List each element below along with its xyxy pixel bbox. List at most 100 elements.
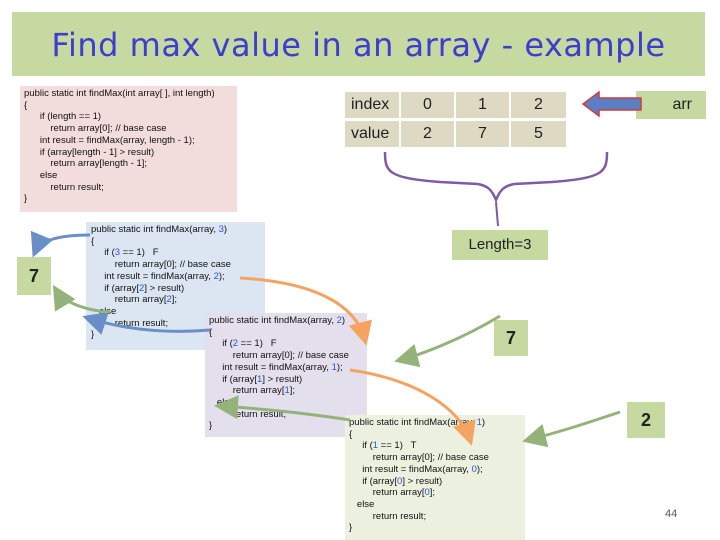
call-1-code: public static int findMax(array, 1){ if … — [349, 417, 489, 534]
highlight-number: 2 — [232, 338, 239, 350]
code-text: ) — [341, 315, 346, 326]
value-cell-0: 2 — [401, 121, 454, 147]
main-code-line: public static int findMax(int array[ ], … — [24, 88, 215, 99]
index-cell-2: 2 — [511, 92, 566, 118]
call-3-code: public static int findMax(array, 3){ if … — [91, 224, 231, 341]
code-text: == 1) F — [120, 247, 159, 259]
code-text: ); — [336, 361, 343, 373]
length-badge: Length=3 — [452, 230, 548, 260]
call-code-line: if (array[2] > result) — [91, 283, 231, 295]
code-text: { — [91, 235, 95, 247]
call-code-line: public static int findMax(array, 1) — [349, 417, 489, 429]
code-text: ); — [218, 270, 225, 282]
highlight-number: 1 — [257, 373, 263, 385]
code-text: if (array[ — [209, 373, 258, 385]
index-label-cell: index — [345, 92, 399, 118]
code-text: int result = findMax(array, — [91, 270, 214, 282]
call-code-line: if (array[0] > result) — [349, 476, 489, 488]
code-text: } — [209, 420, 213, 432]
call-code-line: } — [209, 420, 349, 432]
return-arrow-to-main — [30, 230, 91, 258]
call-code-line: if (3 == 1) F — [91, 247, 231, 259]
code-text: if (array[ — [349, 475, 398, 487]
code-text: ]; — [289, 385, 296, 397]
call-code-line: return result; — [209, 409, 349, 421]
value-cell-1: 7 — [456, 121, 509, 147]
call-code-line: { — [209, 327, 349, 339]
result-call-3: 7 — [17, 257, 51, 295]
code-text: ) — [223, 224, 228, 235]
result-arrow-1 — [522, 410, 621, 448]
code-text: int result = findMax(array, — [349, 463, 472, 475]
highlight-number: 1 — [331, 361, 337, 373]
code-text: int result = findMax(array, — [209, 361, 332, 373]
code-text: if ( — [209, 338, 233, 350]
call-code-line: return array[1]; — [209, 385, 349, 397]
main-code-line: if (length == 1) — [24, 111, 102, 123]
call-code-line: int result = findMax(array, 0); — [349, 464, 489, 476]
call-code-line: if (array[1] > result) — [209, 374, 349, 386]
highlight-number: 2 — [213, 270, 219, 282]
code-text: return array[ — [91, 294, 167, 306]
highlight-number: 0 — [424, 487, 430, 499]
code-text: ] > result) — [402, 475, 443, 487]
call-code-line: if (1 == 1) T — [349, 440, 489, 452]
main-code-box — [20, 86, 237, 212]
code-text: return array[ — [349, 487, 425, 499]
page-number: 44 — [665, 508, 678, 520]
code-text: ] > result) — [262, 373, 303, 385]
code-text: public static int findMax(array, — [349, 417, 477, 428]
highlight-number: 1 — [372, 440, 379, 452]
title-bar: Find max value in an array - example — [12, 12, 705, 76]
call-code-line: { — [349, 429, 489, 441]
code-text: { — [209, 326, 213, 338]
code-text: return result; — [209, 408, 287, 420]
main-code: public static int findMax(int array[ ], … — [24, 88, 215, 205]
call-code-line: { — [91, 236, 231, 248]
code-text: ) — [481, 417, 486, 428]
arr-label: arr — [636, 91, 706, 119]
result-call-1: 2 — [627, 402, 665, 438]
code-text: if ( — [91, 247, 115, 259]
slide-title: Find max value in an array - example — [51, 26, 666, 64]
call-code-line: int result = findMax(array, 2); — [91, 271, 231, 283]
highlight-number: 2 — [336, 315, 342, 326]
array-brace — [383, 151, 609, 204]
code-text: == 1) F — [238, 338, 277, 350]
call-arrow-2-to-1 — [349, 368, 476, 446]
code-text: ]; — [429, 487, 436, 499]
return-arrow-3-to-7 — [52, 284, 111, 314]
return-arrow-1-to-2 — [214, 395, 351, 422]
code-text: return array[0]; // base case — [91, 259, 231, 271]
call-2-code: public static int findMax(array, 2){ if … — [209, 315, 349, 432]
index-cell-0: 0 — [401, 92, 454, 118]
main-code-line: return result; — [24, 181, 104, 193]
code-text: ]; — [171, 294, 178, 306]
return-arrow-2-to-3 — [82, 312, 211, 335]
main-code-line: else — [24, 169, 58, 181]
value-label-cell: value — [345, 121, 399, 147]
call-code-line: return result; — [91, 318, 231, 330]
main-code-line: } — [24, 193, 28, 205]
code-text: public static int findMax(array, — [91, 224, 219, 235]
call-code-line: else — [349, 499, 489, 511]
highlight-number: 2 — [166, 294, 172, 306]
brace-to-length-arrow — [495, 201, 499, 227]
highlight-number: 3 — [114, 247, 121, 259]
code-text: ); — [476, 463, 483, 475]
highlight-number: 2 — [139, 282, 145, 294]
call-1-box — [345, 415, 525, 540]
call-code-line: return array[0]; // base case — [349, 452, 489, 464]
call-code-line: public static int findMax(array, 2) — [209, 315, 349, 327]
call-code-line: public static int findMax(array, 3) — [91, 224, 231, 236]
highlight-number: 1 — [284, 385, 290, 397]
main-code-line: if (array[length - 1] > result) — [24, 146, 155, 158]
code-text: return array[0]; // base case — [349, 452, 489, 464]
main-code-line: { — [24, 99, 28, 111]
call-code-line: return array[0]; // base case — [209, 350, 349, 362]
call-code-line: return result; — [349, 511, 489, 523]
code-text: } — [349, 522, 353, 534]
code-text: ] > result) — [144, 282, 185, 294]
main-code-line: int result = findMax(array, length - 1); — [24, 134, 195, 146]
code-text: else — [349, 498, 375, 510]
